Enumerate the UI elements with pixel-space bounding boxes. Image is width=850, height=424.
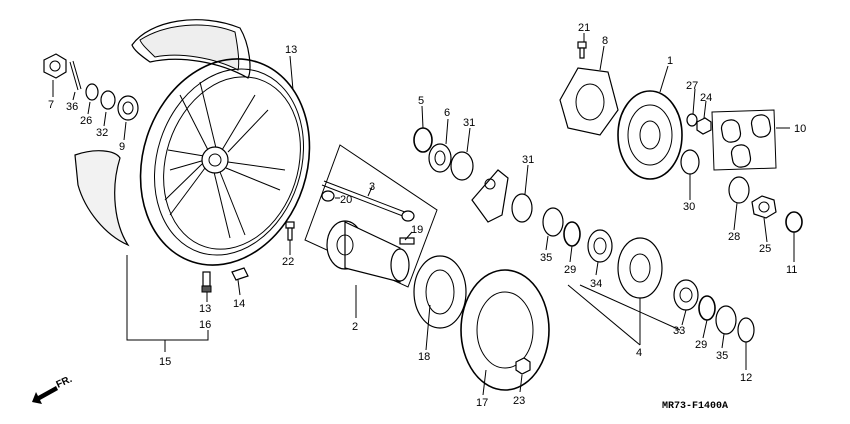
seal-31-lower bbox=[511, 193, 533, 223]
seal-35-left bbox=[542, 207, 564, 237]
bearing-9 bbox=[117, 95, 139, 121]
callout-3: 3 bbox=[369, 181, 375, 193]
callout-4: 4 bbox=[636, 347, 642, 359]
callout-15: 15 bbox=[159, 356, 171, 368]
callout-35-left: 35 bbox=[540, 252, 552, 264]
callout-12: 12 bbox=[740, 372, 752, 384]
bolt-22 bbox=[285, 221, 295, 241]
bolt-20 bbox=[321, 190, 335, 202]
sprocket-1 bbox=[617, 90, 683, 180]
tire-upper-fragment bbox=[131, 19, 251, 79]
callout-23: 23 bbox=[513, 395, 525, 407]
washer-27 bbox=[686, 113, 698, 127]
callout-1: 1 bbox=[667, 55, 673, 67]
cotter-pin bbox=[69, 60, 82, 91]
nut-24 bbox=[696, 117, 712, 135]
damper-rubber-10-frame bbox=[711, 109, 777, 171]
diagram-code: MR73-F1400A bbox=[662, 401, 728, 412]
bearing-34 bbox=[587, 229, 613, 263]
callout-7: 7 bbox=[48, 99, 54, 111]
callout-21: 21 bbox=[578, 22, 590, 34]
dust-seal-32 bbox=[100, 90, 116, 110]
brake-disc-17 bbox=[460, 269, 550, 391]
callout-9: 9 bbox=[119, 141, 125, 153]
bearing-33 bbox=[673, 279, 699, 311]
callout-31-lower: 31 bbox=[522, 154, 534, 166]
callout-14: 14 bbox=[233, 298, 245, 310]
bolt-19 bbox=[399, 237, 415, 245]
callout-36: 36 bbox=[66, 101, 78, 113]
bolt-21 bbox=[577, 41, 587, 59]
flange-4 bbox=[617, 237, 663, 299]
front-arrow-icon bbox=[32, 386, 58, 404]
ring-29-right bbox=[698, 295, 716, 321]
washer-30 bbox=[680, 149, 700, 175]
seal-35-right bbox=[715, 305, 737, 335]
collar-26 bbox=[85, 83, 99, 101]
callout-2: 2 bbox=[352, 321, 358, 333]
hub-2 bbox=[326, 220, 410, 283]
collar-28 bbox=[728, 176, 750, 204]
callout-30: 30 bbox=[683, 201, 695, 213]
front-indicator: FR. bbox=[55, 374, 74, 391]
callout-5: 5 bbox=[418, 95, 424, 107]
callout-18: 18 bbox=[418, 351, 430, 363]
callout-20: 20 bbox=[340, 194, 352, 206]
callout-17: 17 bbox=[476, 397, 488, 409]
circlip-11 bbox=[785, 211, 803, 233]
callout-13-upper: 13 bbox=[285, 44, 297, 56]
drive-flange-8 bbox=[559, 67, 619, 136]
rear-wheel bbox=[139, 58, 311, 266]
callout-10: 10 bbox=[794, 123, 806, 135]
callout-29-left: 29 bbox=[564, 264, 576, 276]
callout-24: 24 bbox=[700, 92, 712, 104]
leader-lines bbox=[52, 33, 795, 396]
caliper-bracket bbox=[471, 169, 509, 223]
callout-8: 8 bbox=[602, 35, 608, 47]
callout-labels: 7 36 26 32 9 13 13 16 14 22 15 3 20 19 2… bbox=[48, 22, 806, 409]
callout-22: 22 bbox=[282, 256, 294, 268]
axle-3 bbox=[321, 180, 415, 222]
callout-32: 32 bbox=[96, 127, 108, 139]
callout-27: 27 bbox=[686, 80, 698, 92]
collar-12 bbox=[737, 317, 755, 343]
callout-29-right: 29 bbox=[695, 339, 707, 351]
callout-19: 19 bbox=[411, 224, 423, 236]
callout-31-upper: 31 bbox=[463, 117, 475, 129]
callout-25: 25 bbox=[759, 243, 771, 255]
ring-29-left bbox=[563, 221, 581, 247]
damper-18 bbox=[413, 255, 467, 329]
tire-lower-fragment bbox=[74, 150, 130, 247]
dust-seal-6 bbox=[428, 143, 452, 173]
callout-26: 26 bbox=[80, 115, 92, 127]
callout-6: 6 bbox=[444, 107, 450, 119]
ring-5 bbox=[413, 127, 433, 153]
callout-34: 34 bbox=[590, 278, 602, 290]
nut-23 bbox=[515, 357, 531, 375]
axle-nut bbox=[43, 53, 67, 79]
callout-28: 28 bbox=[728, 231, 740, 243]
callout-35-right: 35 bbox=[716, 350, 728, 362]
seal-31-upper bbox=[450, 151, 474, 181]
callout-11: 11 bbox=[786, 264, 797, 276]
callout-33: 33 bbox=[673, 325, 685, 337]
nut-25 bbox=[751, 195, 777, 219]
valve-stem bbox=[201, 271, 212, 293]
callout-16: 16 bbox=[199, 319, 211, 331]
callout-13-lower: 13 bbox=[199, 303, 211, 315]
balance-weight bbox=[231, 267, 249, 281]
